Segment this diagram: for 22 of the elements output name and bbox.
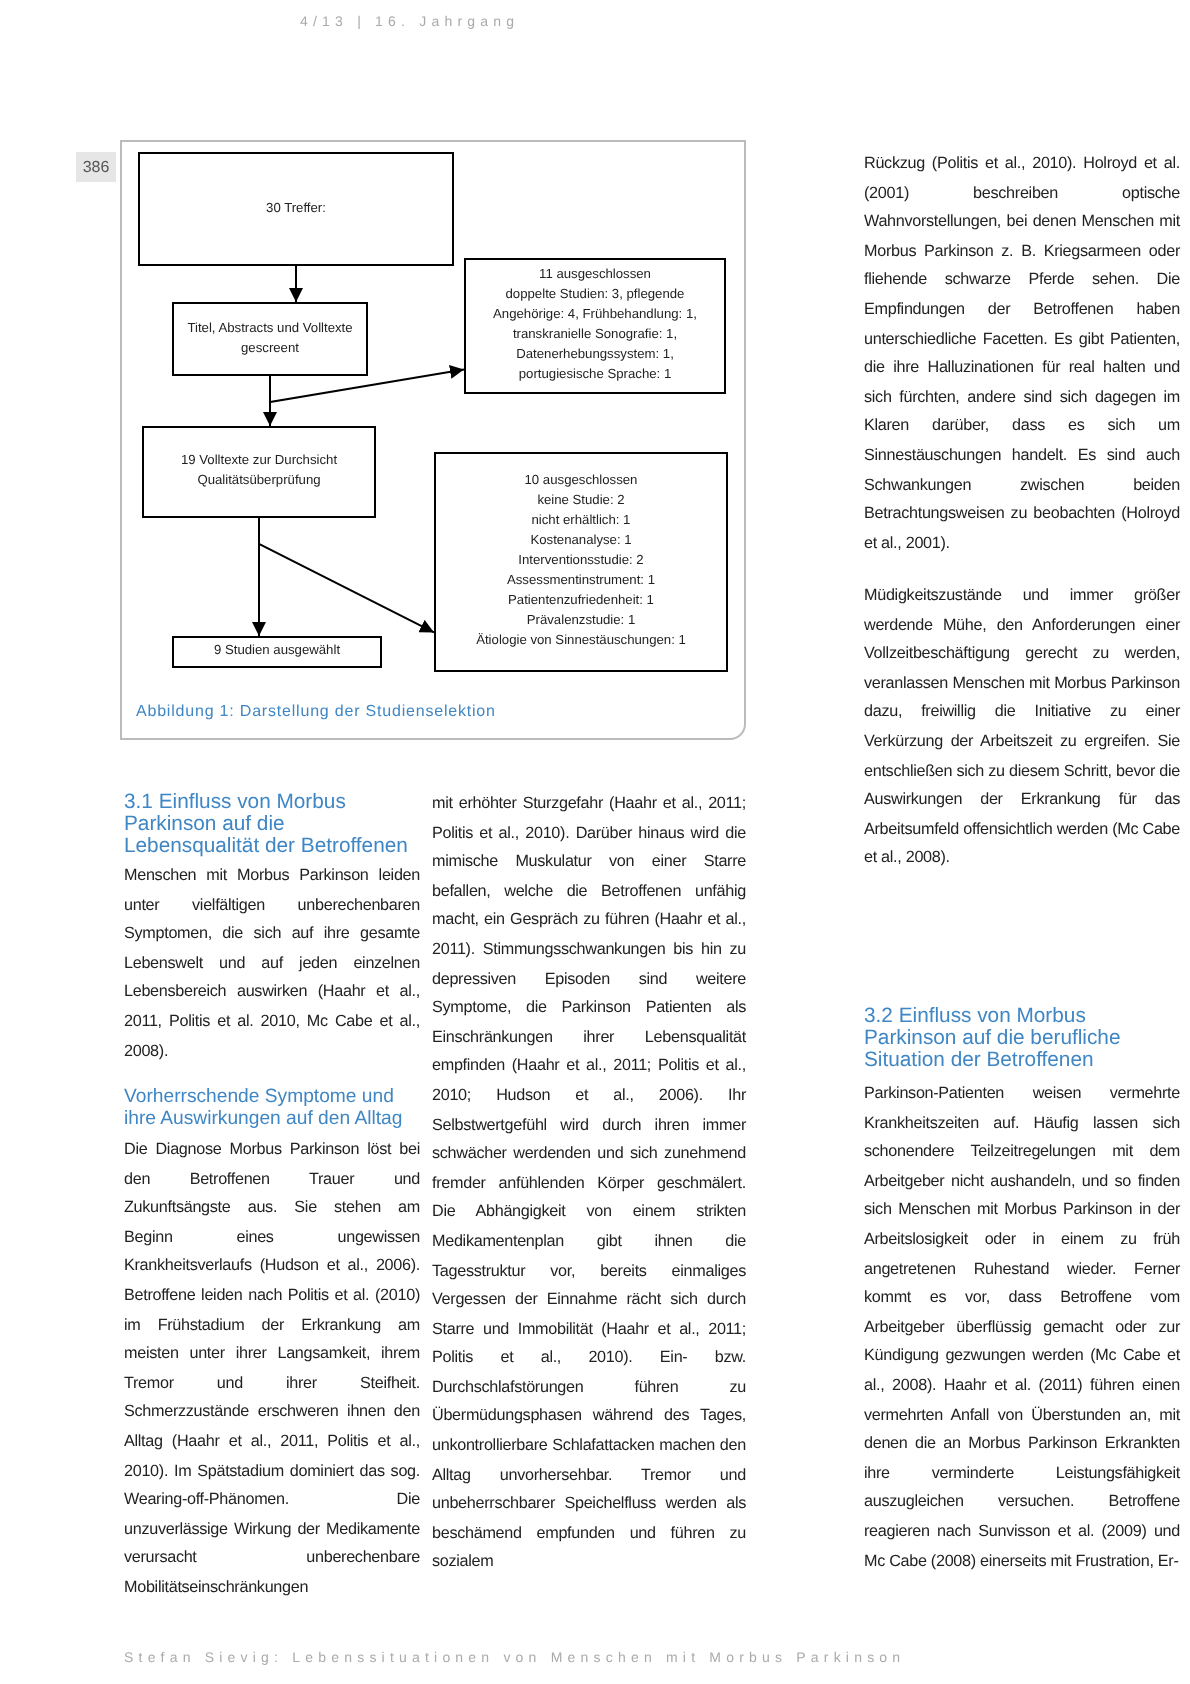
process-box (434, 452, 728, 672)
process-box (142, 426, 376, 518)
body-text: Rückzug (Politis et al., 2010). Holroyd et al. (2001) beschreiben optische Wahnvorstellungen, bei denen Menschen mit Morbus Parkinson z. B. Kriegsarmeen oder fliehende schwarze Pferde sehen. Die Empfindungen der Betroffenen haben unterschiedliche Facetten. Es gibt Patienten, die ihre Halluzinationen für real halten und sich fürchten, andere sind sich dagegen im Klaren darüber, dass es sich um Sinnestäuschungen handelt. Es sind auch Schwankungen zwischen beiden Betrachtungsweisen zu beobachten (Holroyd et al., 2001). (864, 152, 1180, 556)
section-heading: 3.1 Einfluss von Morbus Parkinson auf die Lebensqualität der Betroffenen (124, 792, 410, 860)
subheading: Vorherrschende Symptome und ihre Auswirkungen auf den Alltag (124, 1086, 405, 1131)
process-box (138, 152, 454, 266)
body-text: Müdigkeitszustände und immer größer werdende Mühe, den Anforderungen einer Vollzeitbeschäftigung gerecht zu werden, veranlassen Menschen mit Morbus Parkinson dazu, freiwillig die Initiative zu einer Verkürzung der Arbeitszeit zu ergreifen. Sie entschließen sich zu diesem Schritt, bevor die Auswirkungen der Erkrankung für das Arbeitsumfeld offensichtlich werden (Mc Cabe et al., 2008). (864, 584, 1180, 871)
arrow (263, 375, 277, 427)
process-box (172, 636, 382, 668)
body-text: Die Diagnose Morbus Parkinson löst bei den Betroffenen Trauer und Zukunftsängste aus. Sie stehen am Beginn eines ungewissen Krankheitsverlaufs (Hudson et al., 2006). Betroffene leiden nach Politis et al. (2010) im Frühstadium der Erkrankung am meisten unter ihrer Langsamkeit, ihrem Tremor und ihrer Steifheit. Schmerzzustände erschweren ihnen den Alltag (Haahr et al., 2011, Politis et al., 2010). Im Spätstadium dominiert das sog. Wearing-off-Phänomen. Die unzuverlässige Wirkung der Medikamente verursacht unberechenbare Mobilitätseinschränkungen (124, 1138, 420, 1600)
arrow (269, 364, 465, 404)
figure-caption: Abbildung 1: Darstellung der Studienselektion (136, 702, 496, 720)
process-box (464, 258, 726, 394)
page-number: 386 (76, 152, 116, 182)
arrow (289, 265, 303, 303)
process-box (172, 302, 368, 376)
body-text: Menschen mit Morbus Parkinson leiden unter vielfältigen unberechenbaren Symptomen, die sich auf ihre gesamte Lebenswelt und auf jeden einzelnen Lebensbereich auswirken (Haahr et al., 2011, Politis et al. 2010, Mc Cabe et al., 2008). (124, 864, 420, 1064)
body-text: mit erhöhter Sturzgefahr (Haahr et al., 2011; Politis et al., 2010). Darüber hinaus wird die mimische Muskulatur von einer Starre befallen, welche die Betroffenen unfähig macht, ein Gespräch zu führen (Haahr et al., 2011). Stimmungsschwankungen bis hin zu depressiven Episoden sind weitere Symptome, die Parkinson Patienten als Einschränkungen ihrer Lebensqualität empfinden (Haahr et al., 2011; Politis et al., 2010; Hudson et al., 2006). Ihr Selbstwertgefühl wird durch ihren immer schwächer werdenden und sich zunehmend fremder anfühlenden Körper geschmälert. Die Abhängigkeit von einem strikten Medikamentenplan gibt ihnen die Tagesstruktur vor, bereits einmaliges Vergessen der Einnahme rächt sich durch Starre und Immobilität (Haahr et al., 2011; Politis et al., 2010). Ein- bzw. Durchschlafstörungen führen zu Übermüdungsphasen während des Tages, unkontrollierbare Schlafattacken machen den Alltag unvorhersehbar. Tremor und unbeherrschbarer Speichelfluss werden als beschämend empfunden und führen zu sozialem (432, 792, 746, 1575)
body-text: Parkinson-Patienten weisen vermehrte Krankheitszeiten auf. Häufig lassen sich schonendere Teilzeitregelungen mit dem Arbeitgeber nicht aushandeln, und so finden sich Menschen mit Morbus Parkinson in der Arbeitslosigkeit oder in einem zu früh angetretenen Ruhestand wieder. Ferner kommt es vor, dass Betroffene vom Arbeitgeber überflüssig gemacht oder zur Kündigung gezwungen werden (Mc Cabe et al., 2008). Haahr et al. (2011) führen einen vermehrten Anfall von Überstunden an, mit denen die an Morbus Parkinson Erkrankten ihre verminderte Leistungsfähigkeit auszugleichen versuchen. Betroffene reagieren nach Sunvisson et al. (2009) und Mc Cabe (2008) einerseits mit Frustration, Er- (864, 1082, 1180, 1574)
section-heading: 3.2 Einfluss von Morbus Parkinson auf die berufliche Situation der Betroffenen (864, 1006, 1123, 1074)
figure-panel (120, 140, 746, 740)
arrow (252, 517, 266, 637)
